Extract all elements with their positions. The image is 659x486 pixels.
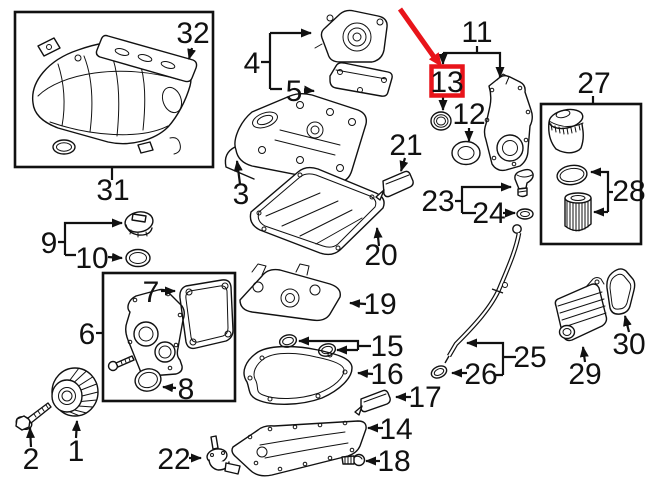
leader-2 bbox=[26, 427, 36, 448]
leader-20 bbox=[373, 227, 383, 247]
dipstick-seal-drawing bbox=[430, 365, 448, 379]
group-box-6 bbox=[101, 271, 237, 403]
callout-15[interactable]: 15 bbox=[370, 330, 403, 363]
callout-4[interactable]: 4 bbox=[244, 47, 261, 80]
crank-pulley-drawing bbox=[51, 367, 99, 417]
upper-oil-pan-drawing bbox=[249, 166, 385, 256]
callout-7[interactable]: 7 bbox=[143, 276, 160, 309]
callout-14[interactable]: 14 bbox=[379, 413, 412, 446]
highlight-arrowhead-icon bbox=[428, 52, 442, 67]
leader-9 bbox=[58, 223, 122, 257]
callout-21[interactable]: 21 bbox=[389, 129, 422, 162]
cooler-gasket-drawing bbox=[606, 268, 636, 315]
rear-cover-drawing bbox=[483, 73, 533, 172]
callout-19[interactable]: 19 bbox=[363, 288, 396, 321]
callout-6[interactable]: 6 bbox=[79, 318, 96, 351]
leader-10 bbox=[107, 252, 123, 262]
leader-32 bbox=[187, 47, 196, 60]
callout-22[interactable]: 22 bbox=[157, 443, 190, 476]
leader-15 bbox=[299, 341, 371, 350]
leader-19 bbox=[349, 299, 367, 309]
leader-1 bbox=[71, 420, 81, 439]
sealant-tube-21-drawing bbox=[375, 170, 414, 201]
pan-gasket-drawing bbox=[243, 345, 353, 405]
callout-29[interactable]: 29 bbox=[568, 358, 601, 391]
callout-26[interactable]: 26 bbox=[464, 358, 497, 391]
leader-28 bbox=[591, 172, 613, 212]
filter-housing-drawing bbox=[548, 108, 584, 154]
callout-25[interactable]: 25 bbox=[513, 341, 546, 374]
leader-30 bbox=[623, 315, 632, 333]
front-cover-drawing bbox=[125, 288, 185, 377]
filter-element-drawing bbox=[564, 192, 592, 232]
leader-25 bbox=[467, 343, 516, 377]
valve-cover-drawing bbox=[224, 93, 368, 183]
callout-2[interactable]: 2 bbox=[23, 443, 40, 476]
oil-separator-drawing bbox=[314, 9, 388, 63]
leader-5 bbox=[303, 85, 315, 95]
callout-23[interactable]: 23 bbox=[421, 185, 454, 218]
separator-plate-drawing bbox=[329, 62, 393, 97]
callout-1[interactable]: 1 bbox=[68, 435, 85, 468]
filler-cap-drawing bbox=[124, 211, 154, 238]
callout-3[interactable]: 3 bbox=[233, 178, 250, 211]
group-box-27 bbox=[539, 102, 643, 246]
filter-oring-drawing bbox=[556, 164, 588, 186]
highlight-arrow bbox=[397, 7, 437, 59]
leader-23 bbox=[455, 187, 511, 215]
callout-18[interactable]: 18 bbox=[377, 445, 410, 478]
plug-drawing bbox=[514, 168, 534, 198]
callout-28[interactable]: 28 bbox=[612, 175, 645, 208]
manifold-gasket-drawing bbox=[95, 34, 198, 83]
callout-17[interactable]: 17 bbox=[408, 381, 441, 414]
callout-8[interactable]: 8 bbox=[178, 373, 195, 406]
group-box-31 bbox=[13, 10, 215, 169]
baffle-plate-drawing bbox=[239, 263, 341, 322]
leader-21 bbox=[399, 157, 409, 172]
callout-30[interactable]: 30 bbox=[612, 328, 645, 361]
cover-seal-drawing bbox=[134, 368, 162, 392]
washer-drawing bbox=[516, 208, 534, 220]
leader-8 bbox=[162, 383, 177, 393]
sealant-tube-17-drawing bbox=[354, 389, 391, 416]
highlight-box bbox=[429, 64, 465, 98]
leader-11 bbox=[443, 46, 500, 77]
callout-16[interactable]: 16 bbox=[370, 358, 403, 391]
pulley-bolt-drawing bbox=[15, 402, 52, 431]
oil-cooler-drawing bbox=[554, 277, 608, 342]
small-seal-drawing bbox=[430, 111, 452, 131]
cap-seal-drawing bbox=[125, 248, 151, 268]
callout-27[interactable]: 27 bbox=[577, 67, 610, 100]
callout-31[interactable]: 31 bbox=[96, 174, 129, 207]
callout-10[interactable]: 10 bbox=[75, 242, 108, 275]
shaft-seal-drawing bbox=[451, 140, 481, 166]
leader-3 bbox=[233, 160, 243, 185]
callout-9[interactable]: 9 bbox=[41, 227, 58, 260]
cover-bolt-drawing bbox=[107, 355, 135, 372]
oil-level-sensor-drawing bbox=[206, 435, 241, 475]
callout-13[interactable]: 13 bbox=[430, 66, 463, 99]
callout-24[interactable]: 24 bbox=[472, 197, 505, 230]
drain-plug-drawing bbox=[341, 453, 366, 467]
leader-4 bbox=[261, 33, 311, 91]
leader-16 bbox=[357, 369, 374, 379]
leader-lines bbox=[26, 33, 632, 466]
cover-gasket-drawing bbox=[179, 279, 234, 350]
callout-20[interactable]: 20 bbox=[364, 239, 397, 272]
highlight-13 bbox=[397, 7, 465, 98]
leader-29 bbox=[579, 346, 589, 363]
callout-5[interactable]: 5 bbox=[286, 75, 303, 108]
callout-labels: 1 2 3 4 5 6 7 8 9 10 11 12 13 14 15 16 1… bbox=[23, 16, 646, 478]
callout-32[interactable]: 32 bbox=[176, 17, 209, 50]
callout-12[interactable]: 12 bbox=[452, 98, 485, 131]
callout-11[interactable]: 11 bbox=[461, 16, 492, 49]
lower-oil-pan-drawing bbox=[231, 420, 367, 477]
